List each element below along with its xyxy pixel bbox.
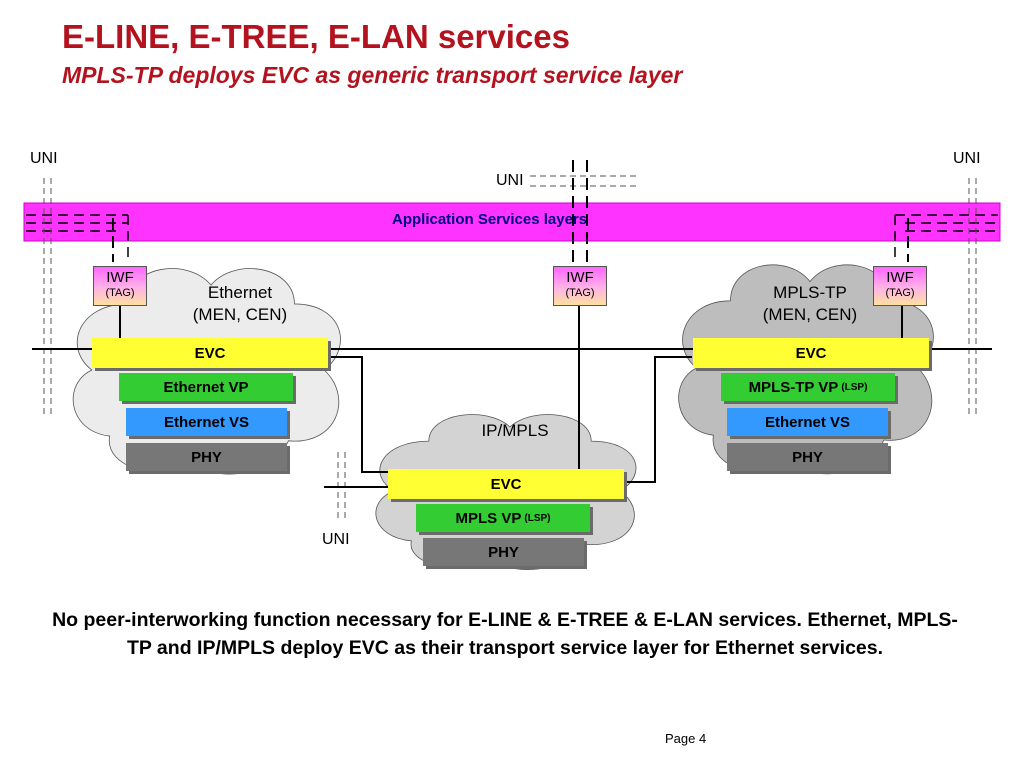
mplstp-cloud-subtitle: (MEN, CEN) (762, 305, 858, 324)
ipmpls-vp: MPLS VP(LSP) (416, 504, 590, 532)
uni-label-left: UNI (30, 150, 58, 167)
iwf-label: IWF (886, 269, 914, 286)
iwf-sublabel: (TAG) (885, 287, 915, 299)
ipmpls-evc: EVC (388, 469, 624, 499)
mplstp-cloud-label: MPLS-TP (MEN, CEN) (750, 282, 870, 326)
ipmpls-vp-sub: (LSP) (524, 512, 551, 524)
iwf-sublabel: (TAG) (105, 287, 135, 299)
ethernet-evc: EVC (92, 338, 328, 368)
iwf-sublabel: (TAG) (565, 287, 595, 299)
uni-label-right: UNI (953, 150, 981, 167)
iwf-box-ipmpls: IWF (TAG) (553, 266, 607, 306)
caption-text: No peer-interworking function necessary … (52, 609, 958, 659)
iwf-box-ethernet: IWF (TAG) (93, 266, 147, 306)
iwf-box-mplstp: IWF (TAG) (873, 266, 927, 306)
page-title: E-LINE, E-TREE, E-LAN services (62, 18, 570, 55)
application-services-band (23, 202, 1001, 242)
uni-label-bottom: UNI (322, 531, 350, 548)
mplstp-phy: PHY (727, 443, 888, 471)
ethernet-vp: Ethernet VP (119, 373, 293, 401)
page-number: Page 4 (665, 731, 707, 746)
iwf-label: IWF (106, 269, 134, 286)
ethernet-vs: Ethernet VS (126, 408, 287, 436)
application-services-label: Application Services layers (392, 211, 588, 228)
ipmpls-vp-label: MPLS VP (455, 509, 522, 527)
ethernet-phy: PHY (126, 443, 287, 471)
ipmpls-phy: PHY (423, 538, 584, 566)
ipmpls-cloud-label: IP/MPLS (460, 420, 570, 442)
iwf-label: IWF (566, 269, 594, 286)
ipmpls-cloud-title: IP/MPLS (481, 421, 549, 440)
uni-label-top: UNI (496, 172, 524, 189)
mplstp-cloud-title: MPLS-TP (773, 283, 847, 302)
mplstp-vs: Ethernet VS (727, 408, 888, 436)
mplstp-vp-label: MPLS-TP VP (748, 378, 839, 396)
mplstp-evc: EVC (693, 338, 929, 368)
page-subtitle: MPLS-TP deploys EVC as generic transport… (62, 62, 683, 88)
ethernet-cloud-title: Ethernet (207, 283, 273, 302)
mplstp-vp-sub: (LSP) (841, 381, 868, 393)
mplstp-vp: MPLS-TP VP(LSP) (721, 373, 895, 401)
ethernet-cloud-label: Ethernet (MEN, CEN) (180, 282, 300, 326)
ethernet-cloud-subtitle: (MEN, CEN) (192, 305, 288, 324)
